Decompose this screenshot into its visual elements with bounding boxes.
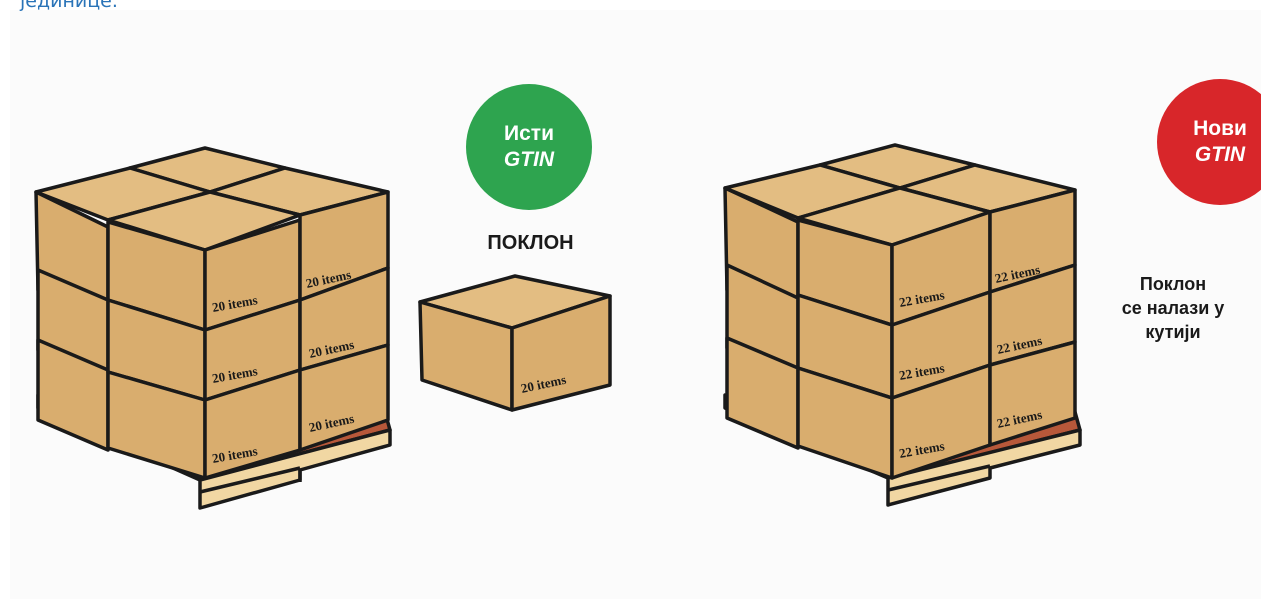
gift-inside-line2: се налази у bbox=[1108, 296, 1238, 320]
same-gtin-line2: GTIN bbox=[504, 147, 554, 173]
gift-inside-line3: кутији bbox=[1108, 320, 1238, 344]
new-gtin-line1: Нови bbox=[1193, 116, 1247, 142]
gift-box bbox=[420, 276, 610, 410]
gift-inside-line1: Поклон bbox=[1108, 272, 1238, 296]
new-gtin-line2: GTIN bbox=[1195, 142, 1245, 168]
gift-inside-text: Поклон се налази у кутији bbox=[1108, 272, 1238, 344]
same-gtin-badge: Исти GTIN bbox=[466, 84, 592, 210]
gift-title: ПОКЛОН bbox=[463, 232, 598, 255]
same-gtin-line1: Исти bbox=[504, 121, 554, 147]
